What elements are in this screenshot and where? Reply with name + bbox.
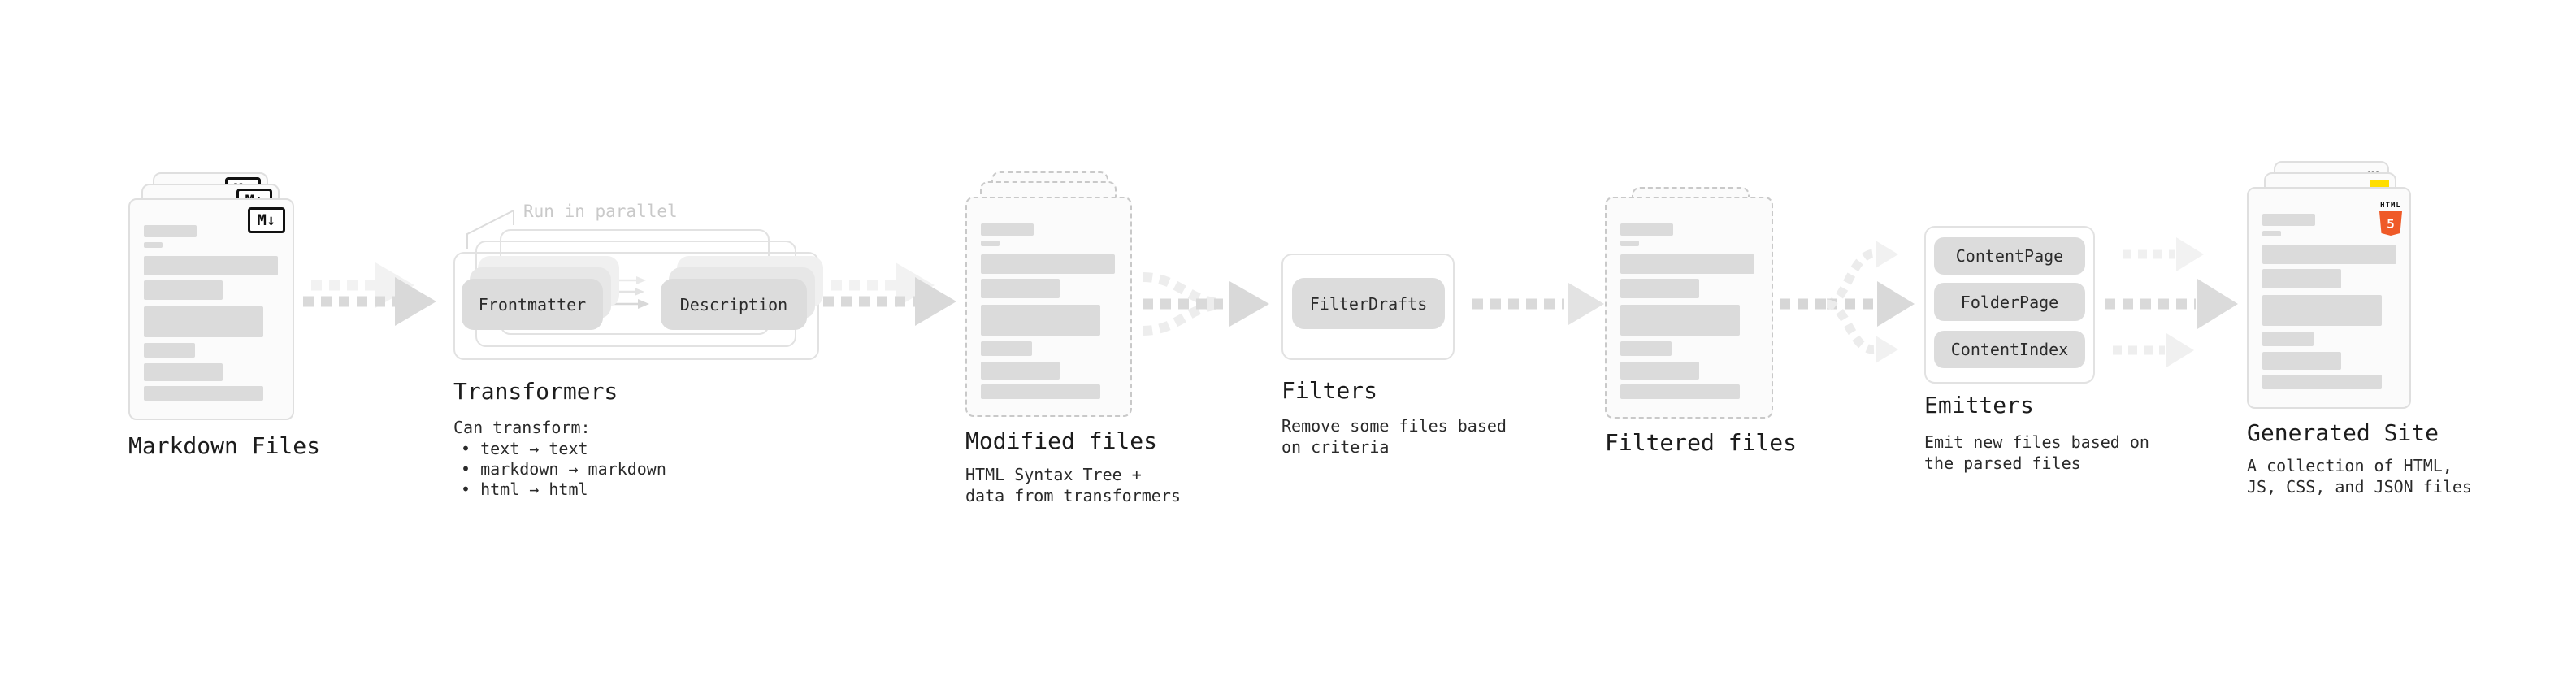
skeleton-line xyxy=(144,225,197,237)
modified-desc-line: data from transformers xyxy=(965,486,1181,505)
skeleton-line xyxy=(981,254,1115,274)
skeleton-line xyxy=(981,362,1060,380)
generated-desc-line: A collection of HTML, xyxy=(2247,456,2452,475)
filtered-files-label: Filtered files xyxy=(1605,429,1798,456)
transformers-bullet: • markdown → markdown xyxy=(461,459,666,479)
filters-label: Filters xyxy=(1281,377,1378,404)
skeleton-line xyxy=(144,386,263,401)
modified-doc-front xyxy=(965,197,1132,417)
skeleton-line xyxy=(981,279,1060,298)
folder-page-pill: FolderPage xyxy=(1934,283,2085,321)
skeleton-line xyxy=(2262,352,2341,370)
skeleton-line xyxy=(144,256,278,275)
skeleton-line xyxy=(2262,269,2341,288)
filtered-doc-front xyxy=(1605,197,1773,419)
skeleton-line xyxy=(981,341,1032,356)
transformer-frame-front xyxy=(453,252,819,360)
emitters-frame xyxy=(1924,226,2095,384)
filters-desc-line: on criteria xyxy=(1281,437,1390,457)
skeleton-line xyxy=(1620,305,1740,336)
transformers-bullet: • text → text xyxy=(461,439,588,458)
skeleton-line xyxy=(2262,214,2315,226)
skeleton-line xyxy=(144,343,195,358)
generated-site-label: Generated Site xyxy=(2247,419,2439,446)
skeleton-line xyxy=(1620,362,1699,380)
annotation-leader-line xyxy=(466,209,514,249)
arrow-transformers-to-modified xyxy=(823,262,956,326)
modified-desc-line: HTML Syntax Tree + xyxy=(965,465,1142,484)
transformers-desc-title: Can transform: xyxy=(453,418,591,437)
skeleton-line xyxy=(2262,332,2314,346)
skeleton-line xyxy=(1620,341,1672,356)
modified-files-label: Modified files xyxy=(965,427,1158,454)
generated-doc-html: HTML 5 xyxy=(2247,187,2411,409)
filter-drafts-pill: FilterDrafts xyxy=(1292,278,1445,329)
arrow-emitters-to-generated xyxy=(2105,237,2238,367)
skeleton-line xyxy=(144,280,223,300)
skeleton-line xyxy=(144,242,163,248)
run-in-parallel-annotation: Run in parallel xyxy=(523,202,678,221)
skeleton-line xyxy=(2262,375,2382,389)
skeleton-line xyxy=(981,384,1100,399)
skeleton-line xyxy=(981,223,1034,236)
skeleton-line xyxy=(981,305,1100,336)
skeleton-line xyxy=(1620,223,1673,236)
skeleton-line xyxy=(144,363,223,381)
skeleton-line xyxy=(981,241,1000,246)
description-pill: Description xyxy=(661,279,807,330)
filters-frame xyxy=(1281,254,1455,360)
transformers-label: Transformers xyxy=(453,378,618,405)
skeleton-line xyxy=(1620,241,1639,246)
skeleton-line xyxy=(1620,254,1754,274)
arrow-modified-to-filters xyxy=(1142,272,1269,336)
skeleton-line xyxy=(144,306,263,337)
skeleton-line xyxy=(2262,245,2396,264)
skeleton-line xyxy=(1620,384,1740,399)
content-page-pill: ContentPage xyxy=(1934,237,2085,275)
emitters-desc-line: the parsed files xyxy=(1924,453,2081,473)
filters-desc-line: Remove some files based xyxy=(1281,416,1507,436)
content-index-pill: ContentIndex xyxy=(1934,331,2085,368)
skeleton-line xyxy=(1620,279,1699,298)
markdown-files-label: Markdown Files xyxy=(128,432,321,459)
emitters-label: Emitters xyxy=(1924,392,2034,419)
frontmatter-pill: Frontmatter xyxy=(462,279,603,330)
markdown-icon: M↓ xyxy=(248,207,285,233)
html5-icon: HTML 5 xyxy=(2377,195,2405,236)
markdown-doc-front: M↓ xyxy=(128,198,294,420)
arrow-markdown-to-transformers xyxy=(303,262,436,326)
html5-number: 5 xyxy=(2387,216,2395,232)
transformers-bullet: • html → html xyxy=(461,479,588,499)
generated-desc-line: JS, CSS, and JSON files xyxy=(2247,477,2472,497)
skeleton-line xyxy=(2262,295,2382,326)
arrow-filters-to-filtered xyxy=(1472,283,1604,325)
arrow-filtered-to-emitters xyxy=(1780,241,1915,363)
skeleton-line xyxy=(2262,231,2281,236)
emitters-desc-line: Emit new files based on xyxy=(1924,432,2149,452)
